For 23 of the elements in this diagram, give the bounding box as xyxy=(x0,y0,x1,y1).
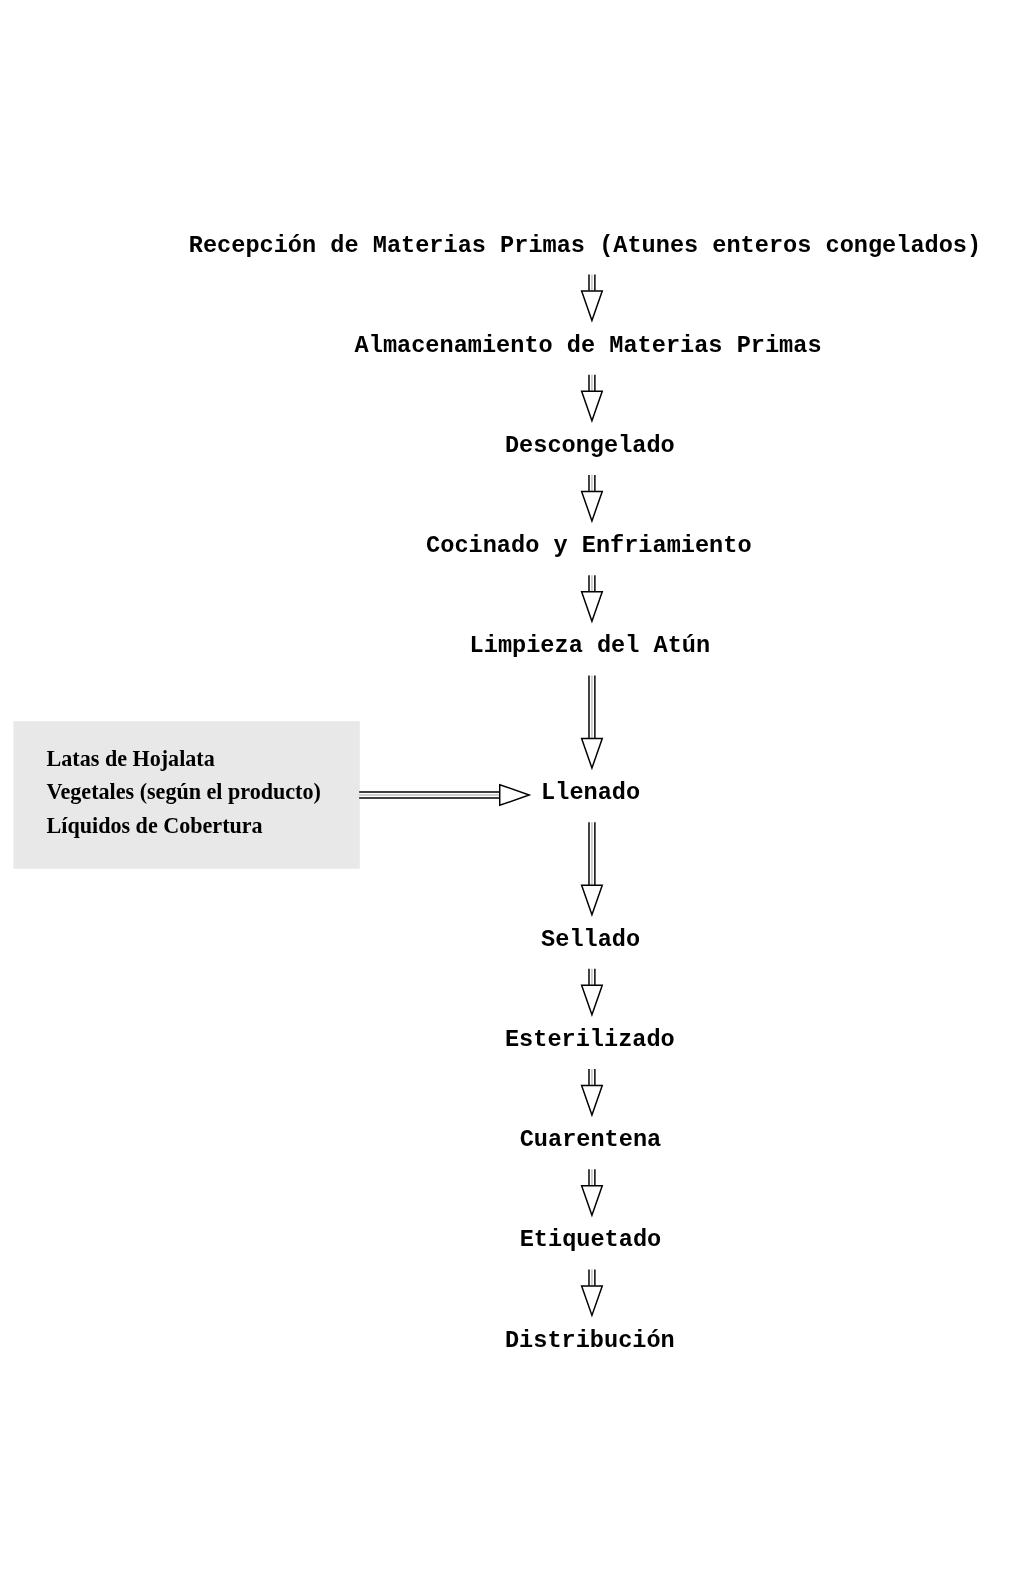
arrow xyxy=(580,373,604,423)
arrow xyxy=(580,473,604,523)
node-text: Cocinado y Enfriamiento xyxy=(426,531,752,559)
arrow xyxy=(580,1167,604,1217)
arrow xyxy=(580,1067,604,1117)
node-text: Recepción de Materias Primas (Atunes enteros congelados) xyxy=(188,231,982,259)
arrow xyxy=(580,273,604,323)
arrow xyxy=(580,573,604,623)
node-text: Cuarentena xyxy=(519,1125,662,1153)
arrow xyxy=(580,674,604,770)
node-text: Descongelado xyxy=(504,431,675,459)
arrow xyxy=(580,967,604,1017)
node-box: Latas de Hojalata Vegetales (según el producto) Líquidos de Cobertura xyxy=(13,720,360,869)
node-text: Llenado xyxy=(541,778,641,806)
node-text: Distribución xyxy=(504,1326,675,1354)
node-text: Esterilizado xyxy=(504,1025,675,1053)
node-text: Almacenamiento de Materias Primas xyxy=(354,331,822,359)
node-text: Sellado xyxy=(541,925,641,953)
arrow xyxy=(580,820,604,917)
node-text: Limpieza del Atún xyxy=(469,631,711,659)
arrow xyxy=(580,1268,604,1318)
arrow xyxy=(358,783,532,806)
node-text: Etiquetado xyxy=(519,1225,662,1253)
